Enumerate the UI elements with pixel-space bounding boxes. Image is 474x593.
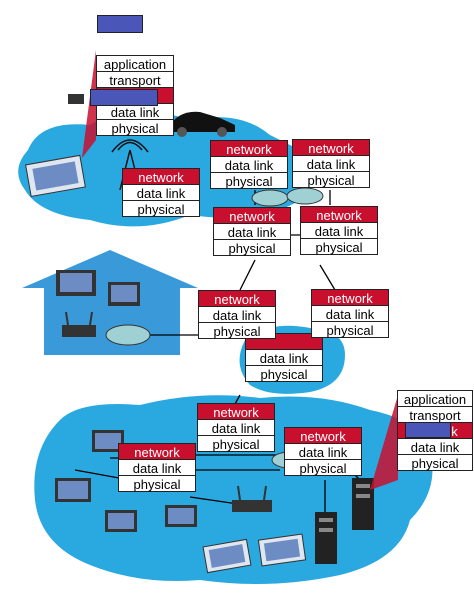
callout-wedge [82, 50, 96, 158]
desktop-icon [105, 510, 137, 532]
desktop-icon [165, 505, 197, 527]
application-layer: application [96, 55, 174, 72]
desktop-icon [92, 430, 124, 452]
transport-layer: transport [397, 406, 473, 423]
car-icon [170, 111, 235, 137]
data-link-layer: data link [284, 443, 362, 460]
callout-wedge [370, 395, 398, 490]
router-protocol-stack: network data link physical [213, 207, 291, 256]
data-link-layer: data link [245, 349, 323, 366]
data-link-layer: data link [122, 184, 200, 201]
server-icon [352, 478, 374, 530]
network-layer: network [284, 427, 362, 444]
router-protocol-stack: data link physical [245, 333, 323, 382]
laptop-icon [202, 538, 252, 574]
desktop-icon [55, 478, 91, 502]
physical-layer: physical [397, 454, 473, 471]
wireless-router-icon [68, 94, 84, 104]
network-layer: network [311, 289, 389, 306]
physical-layer: physical [284, 459, 362, 476]
desktop-icon [108, 282, 140, 306]
transport-layer: transport [96, 71, 174, 88]
network-layer: network [300, 206, 378, 223]
router-icon [286, 187, 324, 205]
router-protocol-stack: network data link physical [118, 443, 196, 492]
data-link-layer: data link [210, 156, 288, 173]
network-layer: network [292, 139, 370, 156]
host-protocol-stack: application transport data link physical [96, 55, 174, 136]
router-protocol-stack: network data link physical [198, 290, 276, 339]
physical-layer: physical [300, 238, 378, 255]
router-protocol-stack: network data link physical [210, 140, 288, 189]
wireless-router-icon [232, 485, 272, 512]
highlight-box [90, 89, 158, 106]
physical-layer: physical [213, 239, 291, 256]
physical-layer: physical [292, 171, 370, 188]
data-link-layer: data link [197, 419, 275, 436]
application-layer: application [397, 390, 473, 407]
laptop-icon [56, 270, 96, 296]
router-icon [105, 324, 151, 346]
physical-layer: physical [198, 322, 276, 339]
network-layer: network [198, 290, 276, 307]
router-icon [251, 189, 289, 207]
data-link-layer: data link [198, 306, 276, 323]
physical-layer: physical [311, 321, 389, 338]
router-protocol-stack: network data link physical [311, 289, 389, 338]
router-protocol-stack: network data link physical [300, 206, 378, 255]
network-layer: network [210, 140, 288, 157]
physical-layer: physical [96, 119, 174, 136]
highlight-box [405, 422, 451, 438]
network-layer: network [197, 403, 275, 420]
physical-layer: physical [210, 172, 288, 189]
laptop-icon [25, 154, 86, 198]
network-layer: network [213, 207, 291, 224]
data-link-layer: data link [397, 438, 473, 455]
wireless-router-icon [62, 311, 96, 337]
router-protocol-stack: network data link physical [197, 403, 275, 452]
network-layer: network [118, 443, 196, 460]
data-link-layer: data link [213, 223, 291, 240]
highlight-box [97, 15, 143, 33]
router-protocol-stack: network data link physical [292, 139, 370, 188]
server-icon [315, 512, 337, 564]
network-layer: network [122, 168, 200, 185]
physical-layer: physical [118, 475, 196, 492]
data-link-layer: data link [300, 222, 378, 239]
data-link-layer: data link [311, 305, 389, 322]
physical-layer: physical [122, 200, 200, 217]
laptop-icon [257, 533, 307, 567]
data-link-layer: data link [118, 459, 196, 476]
data-link-layer: data link [292, 155, 370, 172]
router-protocol-stack: network data link physical [122, 168, 200, 217]
router-protocol-stack: network data link physical [284, 427, 362, 476]
physical-layer: physical [245, 365, 323, 382]
physical-layer: physical [197, 435, 275, 452]
